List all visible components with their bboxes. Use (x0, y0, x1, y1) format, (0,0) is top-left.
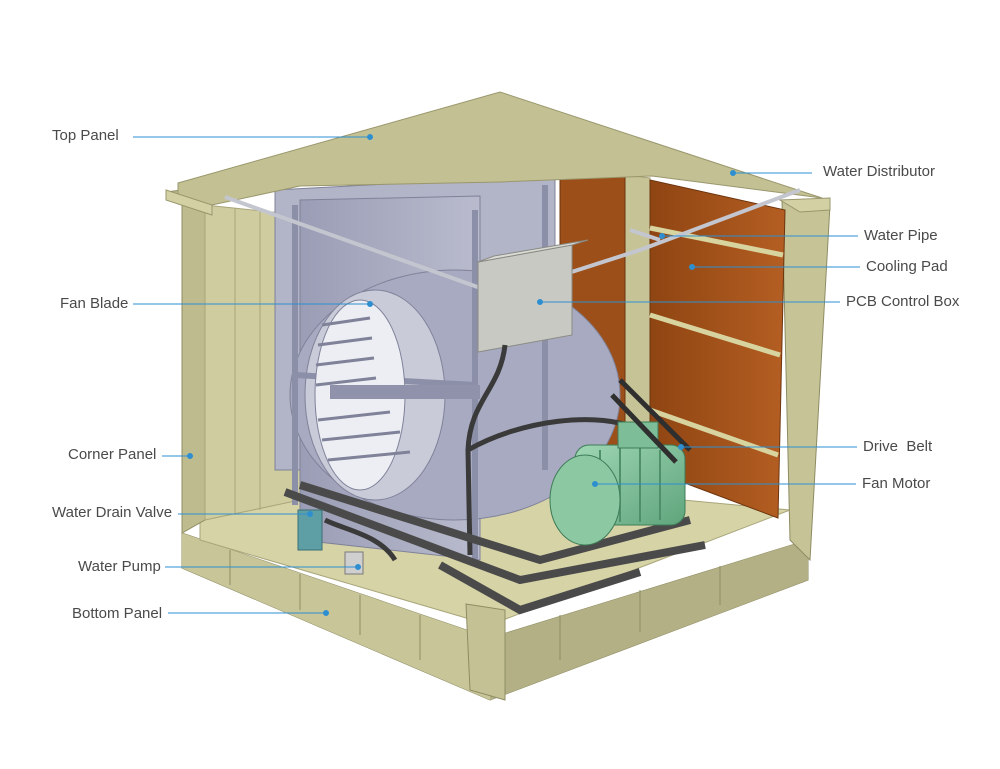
label-fan-motor: Fan Motor (862, 475, 931, 492)
label-water-pipe: Water Pipe (864, 227, 938, 244)
water-drain-valve (297, 509, 323, 551)
label-corner-panel: Corner Panel (68, 446, 157, 463)
label-bottom-panel: Bottom Panel (72, 605, 163, 622)
front-corner-post (465, 603, 506, 701)
label-pcb-control-box: PCB Control Box (846, 293, 960, 310)
fan-motor (549, 421, 686, 546)
pcb-control-box (477, 239, 589, 353)
label-cooling-pad: Cooling Pad (866, 258, 948, 275)
motor-base (283, 481, 706, 615)
label-drive-belt: Drive Belt (863, 438, 933, 455)
label-fan-blade: Fan Blade (60, 295, 129, 312)
label-water-distributor: Water Distributor (823, 163, 935, 180)
label-water-pump: Water Pump (78, 558, 161, 575)
water-pump (344, 551, 364, 575)
fan-blade (314, 299, 480, 491)
label-top-panel: Top Panel (52, 127, 119, 144)
label-water-drain-valve: Water Drain Valve (52, 504, 173, 521)
leader-lines (133, 134, 860, 616)
drive-belt (610, 378, 692, 464)
top-panel (165, 91, 831, 216)
cooling-pad (559, 174, 786, 519)
